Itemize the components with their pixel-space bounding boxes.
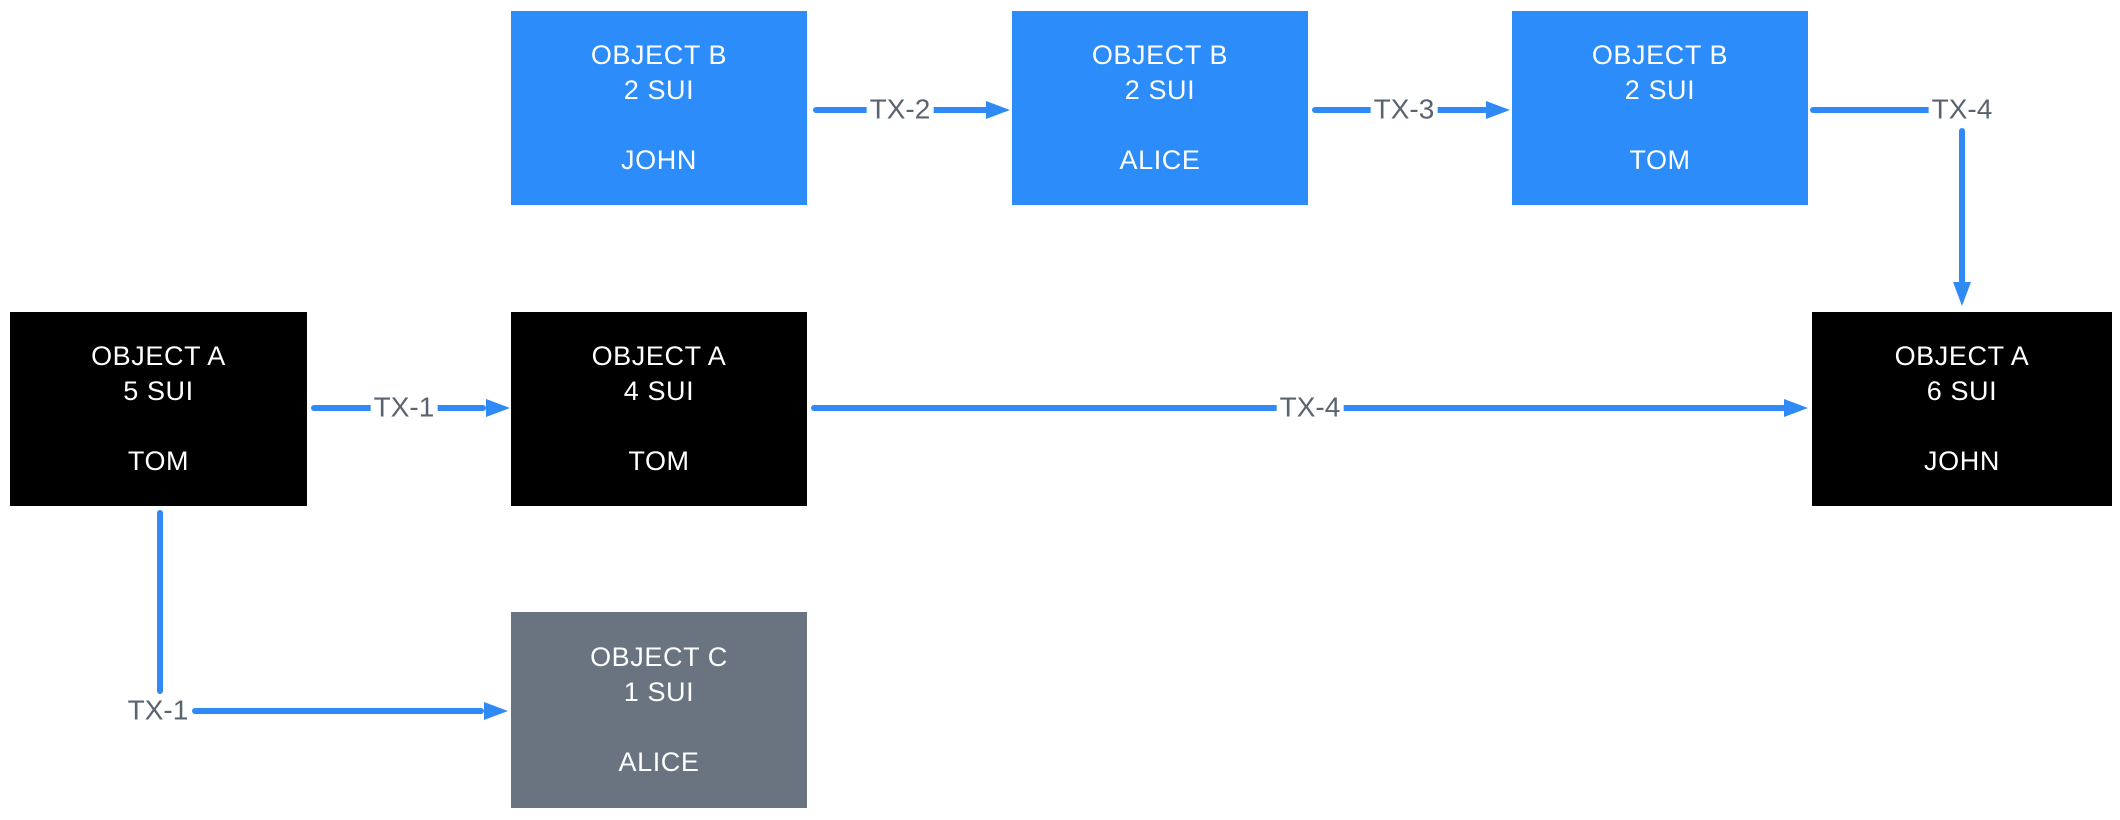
node-object-a-tom-5: OBJECT A 5 SUI TOM [10, 312, 307, 506]
node-object-b-john: OBJECT B 2 SUI JOHN [511, 11, 807, 205]
node-object-c-alice: OBJECT C 1 SUI ALICE [511, 612, 807, 808]
tx1-mid-label: TX-1 [370, 392, 438, 424]
node-owner: TOM [1629, 145, 1691, 175]
node-object-b-tom: OBJECT B 2 SUI TOM [1512, 11, 1808, 205]
tx1-bottom-line-vertical [157, 510, 163, 694]
node-amount: 2 SUI [1124, 75, 1196, 105]
tx4-top-arrowhead-icon [1953, 282, 1971, 306]
node-object-a-john-6: OBJECT A 6 SUI JOHN [1812, 312, 2112, 506]
node-object-a-tom-4: OBJECT A 4 SUI TOM [511, 312, 807, 506]
node-title: OBJECT C [590, 642, 728, 672]
tx4-top-line-horizontal [1810, 107, 1934, 113]
node-amount: 5 SUI [123, 376, 194, 406]
tx3-arrowhead-icon [1486, 101, 1510, 119]
tx2-arrowhead-icon [986, 101, 1010, 119]
tx4-mid-arrowhead-icon [1784, 399, 1808, 417]
node-owner: ALICE [1119, 145, 1201, 175]
node-owner: TOM [127, 446, 190, 476]
node-amount: 6 SUI [1926, 376, 1998, 406]
node-title: OBJECT A [91, 341, 226, 371]
node-title: OBJECT A [1894, 341, 2030, 371]
node-title: OBJECT B [1591, 40, 1729, 70]
tx2-label: TX-2 [866, 94, 934, 126]
node-title: OBJECT B [590, 40, 728, 70]
node-object-b-alice: OBJECT B 2 SUI ALICE [1012, 11, 1308, 205]
tx1-mid-arrowhead-icon [486, 399, 510, 417]
node-owner: ALICE [618, 747, 700, 777]
node-amount: 2 SUI [1624, 75, 1696, 105]
node-owner: JOHN [1924, 446, 2000, 476]
node-amount: 2 SUI [623, 75, 695, 105]
node-owner: TOM [628, 446, 690, 476]
node-amount: 4 SUI [623, 376, 695, 406]
tx1-bottom-label: TX-1 [124, 695, 192, 727]
tx3-label: TX-3 [1370, 94, 1438, 126]
tx4-top-label: TX-4 [1928, 94, 1996, 126]
node-owner: JOHN [621, 145, 697, 175]
node-title: OBJECT B [1091, 40, 1229, 70]
tx4-mid-label: TX-4 [1276, 392, 1344, 424]
tx4-top-line-vertical [1959, 128, 1965, 284]
tx1-bottom-arrowhead-icon [484, 702, 508, 720]
node-title: OBJECT A [591, 341, 727, 371]
node-amount: 1 SUI [623, 677, 695, 707]
tx1-bottom-line-horizontal [192, 708, 484, 714]
